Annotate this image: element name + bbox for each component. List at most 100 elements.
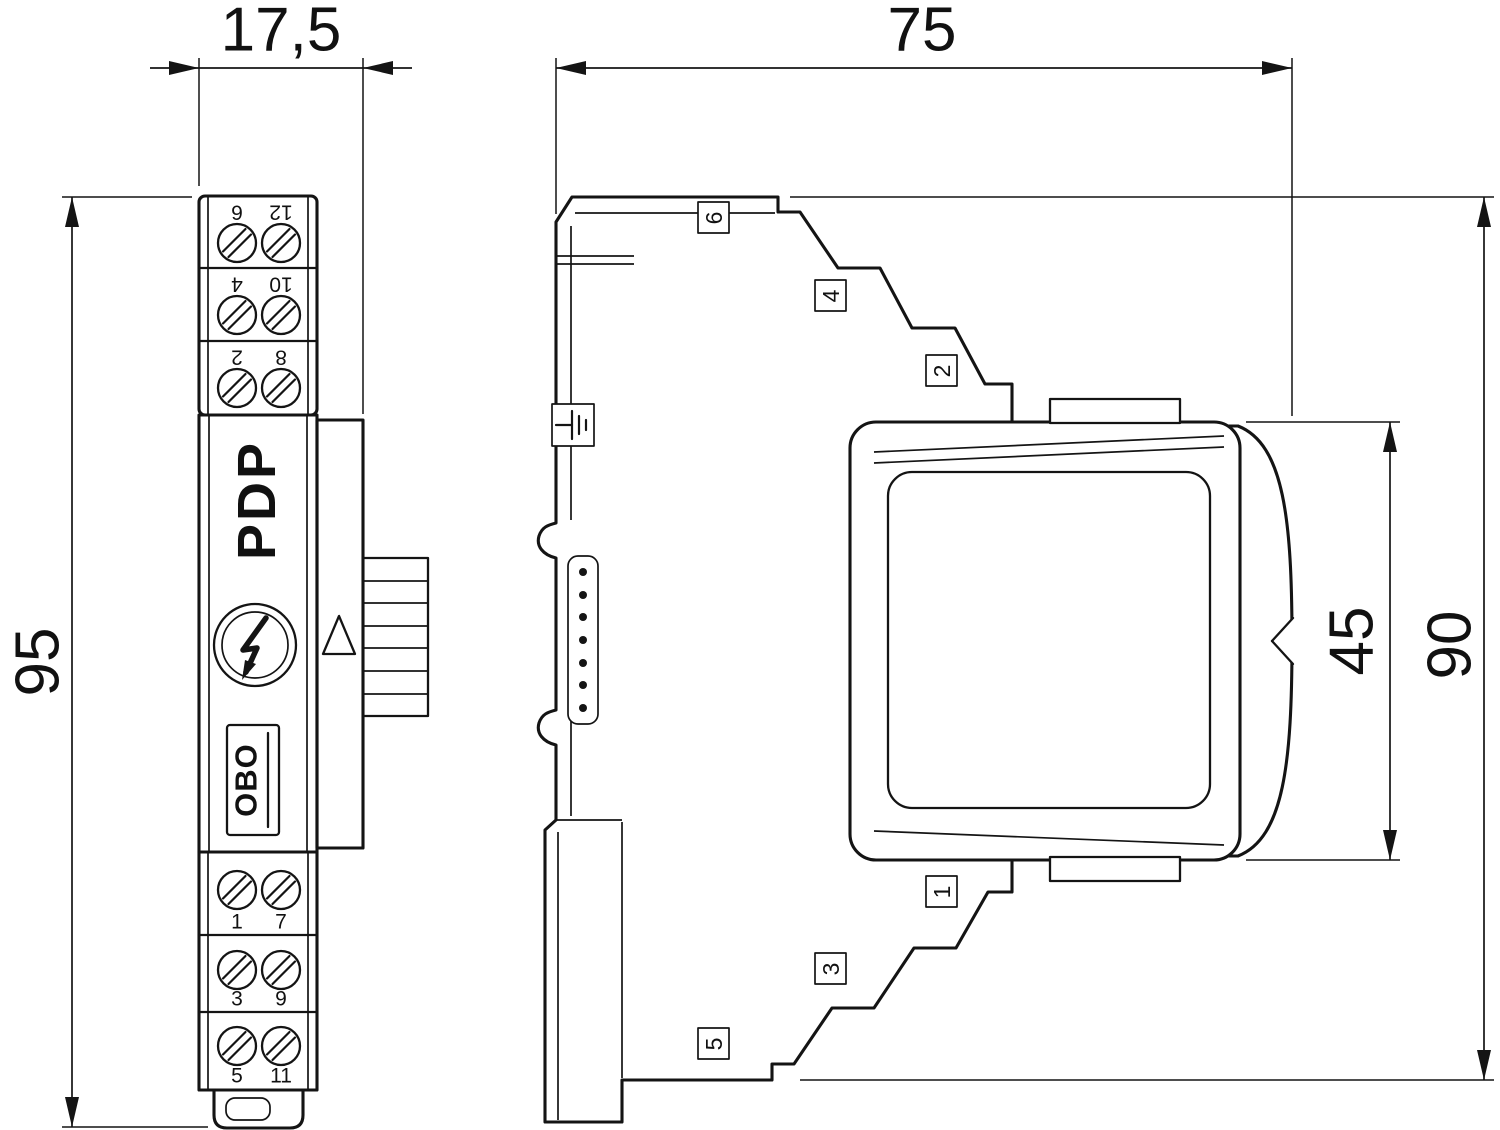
marker-square [697,1027,730,1060]
terminal-block-outline [197,850,319,1092]
lightning-icon [240,615,269,675]
foot-outline [212,1088,305,1130]
marker-top-1: 6 [697,201,730,234]
screw-icon [260,869,302,911]
marker-number: 6 [701,212,727,225]
earth-symbol-icon [554,409,588,441]
screw-icon [216,1025,258,1067]
marker-square [814,279,847,312]
marker-top-3: 2 [925,354,958,387]
marker-square [814,952,847,985]
dimension-front-width: 17,5 [150,0,412,414]
module-top-tab [1048,397,1182,425]
screw-icon [260,367,302,409]
brand-logo-circle [212,602,298,688]
marker-bottom-2: 3 [814,952,847,985]
terminal-number: 3 [231,988,243,1011]
triangle-marker-icon [321,614,357,656]
front-view: 6 12 4 10 2 8 PDP OBO [197,194,430,1130]
marker-number: 3 [818,963,844,976]
dimension-side-depth: 75 [555,0,1293,416]
screw-icon [260,1025,302,1067]
screw-icon [260,294,302,336]
logo-box-outline [225,723,281,837]
screw-icon [216,869,258,911]
marker-bottom-3: 5 [697,1027,730,1060]
terminal-number: 9 [275,988,287,1011]
terminal-number: 8 [275,346,287,369]
marker-bottom-1: 1 [925,875,958,908]
logo-outer-circle [212,602,298,688]
dimension-value: 95 [4,628,73,697]
marker-number: 4 [818,289,844,302]
chamfer-line [873,830,1225,846]
earth-marker [551,403,595,447]
dimension-value: 17,5 [221,0,342,65]
notch-mask [1270,614,1296,668]
notch-line [1270,639,1295,666]
contact-dot [579,659,587,667]
screw-icon [216,949,258,991]
marker-number: 2 [929,365,955,378]
dimension-module-height: 45 [1246,421,1400,861]
contact-dot [579,704,587,712]
dimension-side-height: 90 [790,196,1494,1081]
marker-number: 5 [701,1038,727,1051]
module-bottom-tab [1048,855,1182,883]
contact-dot [579,681,587,689]
arrowhead [169,61,199,75]
terminal-number: 4 [231,273,243,296]
screw-icon [260,222,302,264]
front-top-terminal-block: 6 12 4 10 2 8 [197,194,319,417]
arrowhead [556,61,586,75]
contact-dot [579,636,587,644]
lightning-arrowhead-icon [242,660,256,680]
front-body: PDP OBO [197,413,430,854]
terminal-number: 12 [269,201,292,224]
marker-square [925,875,958,908]
terminal-number: 7 [275,911,287,934]
arrowhead [363,61,393,75]
terminal-number: 10 [269,273,292,296]
chamfer-line [873,446,1225,464]
logo-inner-circle [221,611,289,679]
base-outline [536,195,1014,1124]
contact-dot [579,568,587,576]
notch-line [1270,616,1295,643]
module-flange [848,420,1242,862]
brand-logo-box: OBO [225,723,281,837]
arrowhead [1383,422,1397,452]
side-protrusion-outline [315,418,365,850]
contact-dot [579,591,587,599]
screw-icon [216,294,258,336]
arrowhead [65,197,79,227]
front-bottom-terminal-block: 1 7 3 9 5 11 [197,850,319,1092]
dimension-value: 90 [1416,611,1485,680]
terminal-number: 5 [231,1065,243,1088]
dimensions: 17,5 75 95 90 [4,0,1494,1128]
dimension-value: 45 [1318,607,1387,676]
contact-dot [579,613,587,621]
fins-outline [361,556,430,718]
arrowhead [1477,197,1491,227]
product-label: PDP [227,440,287,560]
marker-number: 1 [929,886,955,899]
arrowhead [1383,830,1397,860]
marker-top-2: 4 [814,279,847,312]
arrowhead [1477,1050,1491,1080]
foot-slot [225,1097,271,1121]
contact-fins [361,556,430,718]
side-view: 6 4 2 1 3 5 [536,195,1296,1124]
marker-square [925,354,958,387]
brand-label: OBO [229,743,264,817]
terminal-number: 6 [231,201,243,224]
arrowhead [1262,61,1292,75]
chamfer-line [873,435,1225,453]
din-rail-contact-strip [567,555,599,725]
terminal-number: 11 [270,1065,292,1088]
plug-in-module [848,397,1296,883]
front-foot [212,1088,305,1130]
terminal-number: 1 [231,911,243,934]
